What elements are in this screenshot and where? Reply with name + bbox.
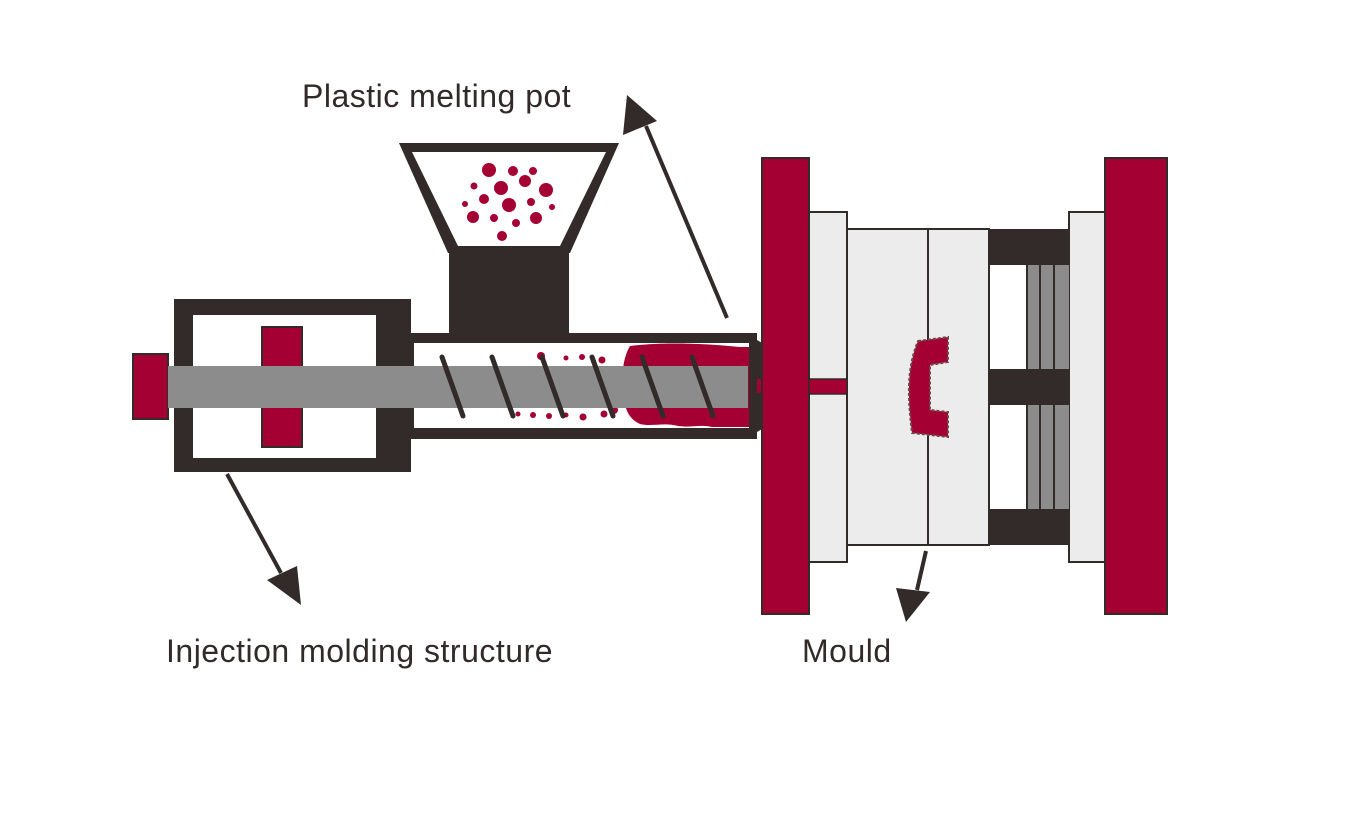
screw-flights (439, 354, 716, 419)
arrow-icon (896, 550, 930, 622)
moving-platen (1104, 157, 1168, 615)
fixed-platen (761, 157, 810, 615)
plastic-melting-pot-label: Plastic melting pot (302, 78, 572, 114)
arrow-icon (225, 473, 301, 605)
ejector-assembly (989, 229, 1069, 545)
sprue (808, 378, 848, 395)
arrow-icon (623, 95, 729, 319)
molded-part (907, 335, 949, 439)
plastic-pellets-icon (462, 163, 555, 241)
injection-molding-structure-label: Injection molding structure (166, 633, 554, 669)
mould-label: Mould (802, 633, 892, 669)
